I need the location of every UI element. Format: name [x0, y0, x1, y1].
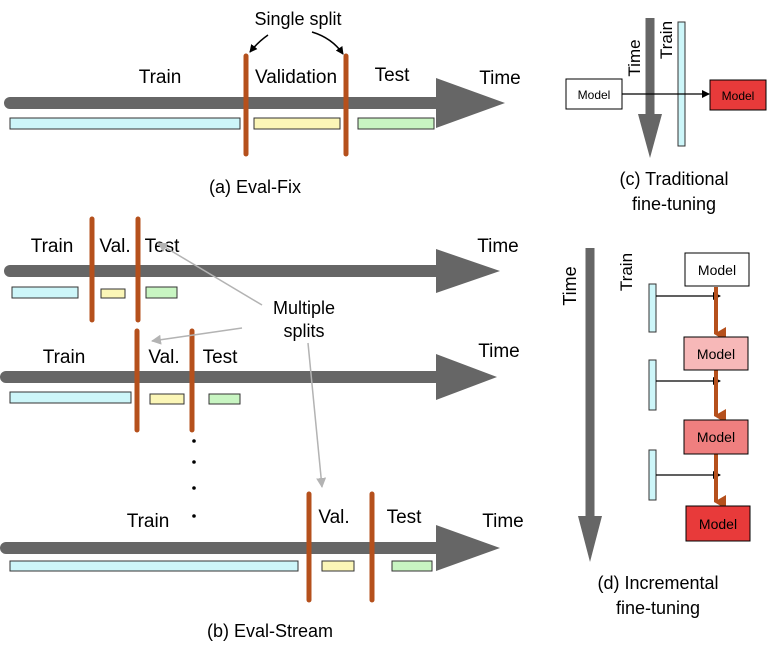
incremental-model-box-4: [685, 505, 751, 542]
traditional-fine-tuning-panel: Time Train Model Model (c) Traditional f…: [565, 18, 767, 214]
traditional-output-model-label: Model: [722, 89, 755, 103]
row-1-val-bar: [100, 288, 126, 299]
eval-stream-row-1: Train Val. Test Time: [4, 216, 519, 323]
row-1-time-label: Time: [477, 236, 519, 257]
incremental-model-box-1: [684, 252, 750, 287]
row-3-test-bar: [391, 560, 433, 572]
eval-fix-timeline-arrowhead: [436, 78, 505, 128]
row-3-val-label: Val.: [318, 507, 349, 528]
eval-stream-row-2: Train Val. Test Time: [0, 328, 520, 433]
incremental-caption-line-1: (d) Incremental: [597, 573, 718, 593]
traditional-time-arrowhead: [638, 114, 662, 158]
incremental-time-label: Time: [560, 266, 580, 305]
eval-fix-validation-label: Validation: [255, 67, 337, 88]
incremental-model-label-3: Model: [697, 429, 735, 445]
multiple-splits-callout-line-1: Multiple: [273, 298, 335, 318]
incremental-model-box-2: [683, 336, 749, 371]
traditional-train-data-bar: [677, 21, 686, 147]
traditional-train-label: Train: [657, 21, 676, 59]
eval-fix-time-label: Time: [479, 68, 521, 89]
callout-arrow-left: [249, 34, 269, 53]
row-2-time-label: Time: [478, 341, 520, 362]
eval-fix-train-bar: [9, 117, 241, 130]
callout-arrow-right: [311, 31, 344, 55]
multiple-splits-callout-line-2: splits: [283, 321, 324, 341]
traditional-input-model-label: Model: [578, 88, 611, 102]
row-2-test-label: Test: [203, 347, 239, 368]
incremental-model-label-1: Model: [698, 262, 736, 278]
eval-stream-panel: Train Val. Test Time Train Val. Test Tim…: [0, 216, 524, 641]
traditional-time-label: Time: [625, 39, 644, 76]
incremental-fine-tuning-panel: Time Train Model Model Model Model (d) I…: [560, 248, 751, 618]
row-3-timeline-arrowhead: [436, 525, 500, 571]
traditional-caption-line-2: fine-tuning: [632, 194, 716, 214]
eval-fix-test-bar: [357, 117, 435, 130]
row-2-timeline-arrowhead: [436, 354, 497, 400]
eval-fix-panel: Single split Train Validation Test Time …: [4, 9, 521, 197]
traditional-caption-line-1: (c) Traditional: [619, 169, 728, 189]
row-1-timeline-arrowhead: [436, 249, 500, 293]
row-3-train-label: Train: [127, 511, 170, 532]
incremental-time-arrowhead: [578, 516, 602, 562]
eval-fix-train-label: Train: [139, 67, 182, 88]
incremental-train-label: Train: [617, 253, 636, 291]
row-1-train-bar: [11, 286, 79, 299]
traditional-output-model-box: [709, 79, 767, 111]
row-1-train-label: Train: [31, 236, 74, 257]
incremental-model-label-4: Model: [699, 516, 737, 532]
eval-fix-test-label: Test: [375, 65, 411, 86]
row-1-test-bar: [145, 286, 178, 299]
incremental-train-chunk-3: [648, 449, 657, 501]
incremental-caption-line-2: fine-tuning: [616, 598, 700, 618]
row-3-test-label: Test: [387, 507, 423, 528]
callout-arrow-row-3: [307, 342, 327, 488]
row-1-val-label: Val.: [99, 236, 130, 257]
callout-arrow-row-1: [157, 242, 263, 306]
incremental-train-chunk-2: [648, 359, 657, 411]
row-3-train-bar: [9, 560, 299, 572]
eval-stream-row-3: Train Val. Test Time: [0, 491, 524, 603]
callout-arrow-row-2: [151, 327, 243, 345]
row-2-val-bar: [149, 393, 185, 405]
incremental-model-box-3: [683, 419, 749, 455]
eval-fix-validation-bar: [253, 117, 341, 130]
single-split-callout: Single split: [254, 9, 341, 29]
row-3-val-bar: [321, 560, 355, 572]
incremental-train-chunk-1: [648, 283, 657, 333]
row-2-train-bar: [9, 391, 132, 404]
eval-stream-caption: (b) Eval-Stream: [207, 621, 333, 641]
row-2-val-label: Val.: [148, 347, 179, 368]
row-2-train-label: Train: [43, 347, 86, 368]
eval-fix-caption: (a) Eval-Fix: [209, 177, 301, 197]
incremental-model-label-2: Model: [697, 346, 735, 362]
row-3-time-label: Time: [482, 511, 524, 532]
row-2-test-bar: [208, 393, 241, 405]
ellipsis-dots: [192, 439, 196, 518]
